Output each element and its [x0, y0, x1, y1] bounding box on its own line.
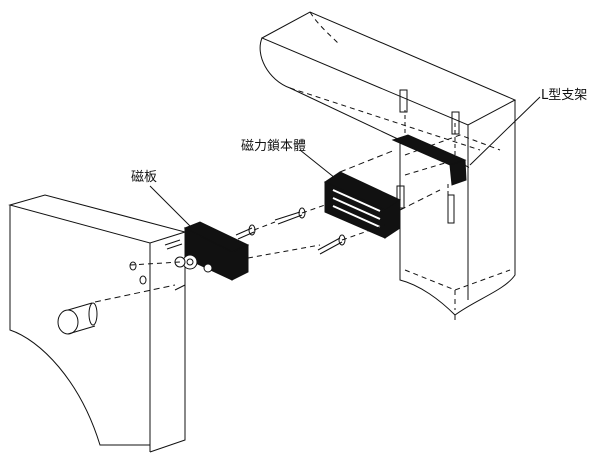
door-handle-knob: [57, 302, 98, 335]
leader-plate: [149, 185, 191, 227]
l-bracket: [391, 89, 467, 224]
door-frame: [259, 11, 517, 320]
mounting-screws: [274, 204, 386, 255]
maglock-body: [323, 149, 441, 239]
label-maglock-body: 磁力鎖本體: [241, 139, 307, 154]
leader-body: [299, 149, 336, 179]
label-l-bracket: L型支架: [541, 88, 588, 103]
door-panel: [8, 194, 187, 453]
label-armature-plate: 磁板: [131, 170, 158, 185]
leader-bracket: [469, 96, 541, 166]
armature-plate: [94, 221, 321, 303]
